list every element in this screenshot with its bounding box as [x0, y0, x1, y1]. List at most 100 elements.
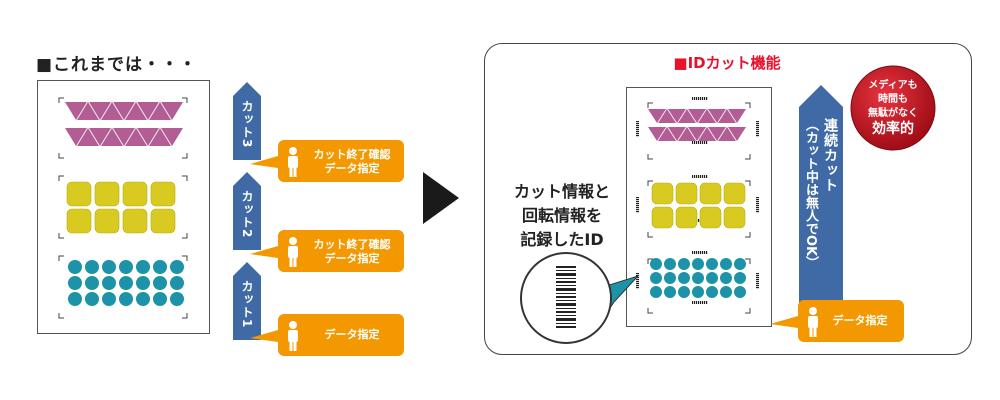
barcode-icon — [756, 123, 759, 125]
barcode-icon — [692, 175, 694, 178]
barcode-icon — [694, 301, 696, 304]
circle-shape — [136, 276, 150, 290]
barcode-icon — [706, 97, 708, 100]
circle-shape — [102, 260, 116, 274]
id-cut-panel — [484, 43, 972, 355]
barcode-icon — [756, 197, 759, 199]
circle-shape — [68, 276, 82, 290]
id-cut-title: ■IDカット機能 — [673, 54, 781, 72]
person-icon — [288, 237, 298, 267]
barcode-icon — [756, 273, 759, 275]
circle-shape — [85, 292, 99, 306]
square-shape — [94, 208, 120, 234]
registration-mark — [647, 154, 653, 160]
triangle-shape — [648, 109, 666, 123]
registration-mark — [647, 308, 653, 314]
barcode-icon — [636, 121, 639, 123]
barcode-icon — [698, 97, 700, 100]
triangle-shape — [125, 128, 147, 146]
triangle-shape — [89, 102, 111, 120]
barcode-icon — [702, 175, 704, 178]
triangle-shape — [77, 128, 99, 146]
square-shape — [723, 206, 746, 229]
barcode-icon — [692, 97, 694, 100]
registration-mark — [745, 154, 751, 160]
square-shape — [675, 182, 698, 205]
triangle-shape — [708, 127, 726, 141]
barcode-icon — [704, 301, 706, 304]
circle-shape — [720, 272, 732, 284]
triangle-shape — [89, 128, 111, 146]
triangle-shape — [658, 109, 676, 123]
circle-shape — [692, 258, 704, 270]
registration-mark — [647, 232, 653, 238]
barcode-icon — [756, 133, 759, 135]
triangle-shape — [678, 127, 696, 141]
bubble-confirm-2-line1: カット終了確認 — [313, 238, 391, 251]
barcode-icon — [696, 141, 698, 144]
person-icon — [288, 147, 298, 177]
barcode-icon — [636, 131, 639, 133]
barcode-icon — [702, 97, 704, 100]
id-callout-line3: 記録したID — [520, 230, 604, 249]
bubble-confirm-1 — [250, 140, 404, 182]
cut2-label: カット2 — [240, 190, 254, 239]
barcode-icon — [756, 287, 759, 289]
barcode-icon — [704, 175, 706, 178]
triangle-shape — [125, 102, 147, 120]
barcode-icon — [692, 301, 694, 304]
circle-shapes — [650, 258, 746, 298]
circle-shape — [664, 272, 676, 284]
square-shape — [675, 206, 698, 229]
barcode-icon — [636, 123, 639, 125]
barcode-icon — [756, 125, 759, 127]
triangle-shape — [149, 128, 171, 146]
barcode-icon — [756, 281, 759, 283]
registration-mark — [647, 102, 653, 108]
registration-mark — [182, 233, 188, 239]
triangle-shape — [668, 109, 686, 123]
barcode-icon — [702, 251, 704, 254]
circle-shape — [650, 272, 662, 284]
barcode-icon — [636, 209, 639, 211]
triangle-shape — [65, 128, 87, 146]
circle-shape — [720, 286, 732, 298]
circle-shape — [678, 286, 690, 298]
barcode-icon — [756, 277, 759, 279]
circle-shape — [720, 258, 732, 270]
square-shape — [723, 182, 746, 205]
barcode-icon — [700, 141, 702, 144]
bubble-data-designation-right — [770, 300, 904, 342]
barcode-icon — [700, 175, 702, 178]
id-callout-line2: 回転情報を — [521, 206, 602, 225]
registration-mark — [182, 175, 188, 181]
circle-shape — [170, 292, 184, 306]
circle-shape — [102, 292, 116, 306]
registration-mark — [647, 180, 653, 186]
circle-shape — [153, 260, 167, 274]
circle-shape — [68, 260, 82, 274]
registration-mark — [182, 313, 188, 319]
circle-shape — [170, 276, 184, 290]
registration-mark — [182, 153, 188, 159]
triangle-shape — [161, 128, 183, 146]
triangle-shape — [708, 109, 726, 123]
registration-marks — [58, 97, 188, 319]
cut3-arrow — [233, 82, 261, 160]
person-icon — [808, 307, 818, 337]
circle-shape — [85, 260, 99, 274]
badge-line1: メディアも — [868, 80, 918, 91]
barcode-icon — [706, 251, 708, 254]
barcode-icon — [636, 287, 639, 289]
registration-mark — [58, 153, 64, 159]
registration-mark — [182, 255, 188, 261]
circle-shape — [119, 260, 133, 274]
barcode-icon — [636, 273, 639, 275]
triangle-shape — [101, 102, 123, 120]
circle-shape — [706, 258, 718, 270]
circle-shape — [119, 276, 133, 290]
barcode-icon — [636, 211, 639, 213]
registration-mark — [58, 175, 64, 181]
registration-mark — [58, 313, 64, 319]
barcode-icon — [698, 141, 700, 144]
